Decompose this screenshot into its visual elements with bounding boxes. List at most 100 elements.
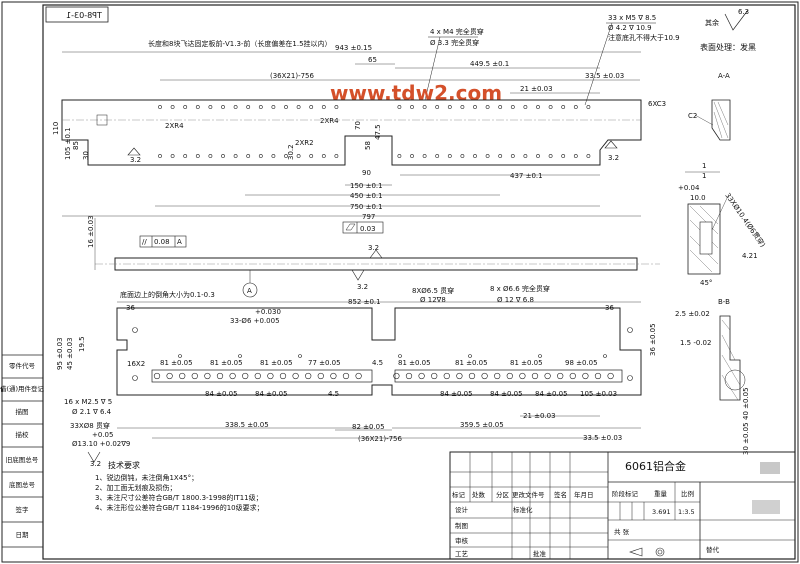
hole: [309, 105, 314, 109]
hole: [334, 105, 339, 109]
counterbore-hole: [305, 372, 312, 380]
tech-req-item-1: 1、锐边倒钝，未注倒角1X45°；: [95, 473, 198, 482]
counterbore-hole: [342, 372, 350, 380]
hole: [221, 154, 225, 158]
threaded-hole: [603, 354, 607, 358]
hole: [561, 105, 566, 109]
hole: [523, 154, 528, 158]
hole: [233, 154, 238, 158]
section-aa-label: A-A: [718, 72, 730, 80]
tb-header-5: 签名: [554, 490, 567, 499]
hole: [460, 105, 465, 109]
counterbore-hole: [443, 372, 450, 380]
label-c2: C2: [688, 112, 697, 120]
counterbore-hole: [191, 372, 198, 380]
dim-110: 110: [52, 122, 60, 135]
tech-requirements: 技术要求 1、锐边倒钝，未注倒角1X45°； 2、加工面无划痕及损伤； 3、未注…: [95, 460, 264, 512]
hole: [221, 105, 225, 109]
counterbore-hole: [393, 372, 400, 380]
dim-10-0: 10.0: [690, 194, 706, 202]
mount-hole: [627, 327, 633, 333]
hole-note-m4-b: Ø 3.3 完全贯穿: [430, 38, 479, 47]
counterbore-hole: [267, 372, 274, 380]
hole: [410, 105, 414, 109]
hole: [246, 154, 251, 158]
tb-header-6: 年月日: [574, 490, 594, 499]
hole: [447, 154, 452, 158]
counterbore-hole: [317, 372, 324, 380]
dim-450: 450 ±0.1: [350, 192, 383, 200]
roughness-side-top: 3.2: [368, 244, 379, 252]
left-strip: 零件代号 借(通)用件登记 描图 描校 旧底图总号 底图总号 签字 日期: [0, 354, 45, 548]
title-block: 标记 处数 分区 更改文件号 签名 年月日 设计 标准化 制图 审核 工艺 批准…: [449, 451, 796, 560]
watermark: www.tdw2.com: [330, 81, 502, 105]
tb-scale: 1:3.5: [678, 508, 695, 516]
counterbore-hole: [279, 372, 287, 380]
note-phi12-8: Ø 12∇8: [420, 296, 446, 304]
left-strip-label-7: 签字: [16, 505, 30, 514]
dim-90: 90: [362, 169, 371, 177]
hole-note-m5-b: Ø 4.2 ∇ 10.9: [608, 24, 652, 32]
tb-header-4: 更改文件号: [512, 490, 545, 499]
dim-40-vert: 40 ±0.05: [742, 387, 750, 420]
tb-stage-label: 阶段标记: [612, 489, 639, 498]
dim-47-5: 47.5: [374, 124, 382, 140]
dim-45: 45 ±0.03: [66, 337, 74, 370]
dim-4-5-b: 4.5: [328, 390, 339, 398]
hole: [158, 154, 162, 158]
dim-36x21-bottom: (36X21)-756: [358, 435, 403, 443]
dim-16: 16 ±0.03: [87, 215, 95, 248]
threaded-hole: [178, 354, 182, 358]
hole: [158, 105, 162, 109]
note-33x-phi8: 33XØ8 贯穿: [70, 421, 110, 430]
hole: [422, 154, 427, 158]
hole-note-m5-c: 注意底孔不得大于10.9: [608, 33, 680, 42]
counterbore-hole: [229, 372, 236, 380]
dim-33-5-bottom: 33.5 ±0.03: [583, 434, 622, 442]
note-phi13-10: Ø13.10 +0.02∇9: [72, 440, 130, 448]
tb-row-design: 设计: [455, 505, 469, 514]
dim-82: 82 ±0.05: [352, 423, 385, 431]
left-strip-label-1: 零件代号: [9, 361, 36, 370]
tb-sheets: 共 张: [614, 527, 630, 536]
hole: [410, 154, 414, 158]
counterbore-hole: [569, 372, 576, 380]
note-phi2-1: Ø 2.1 ∇ 6.4: [72, 408, 112, 416]
dim-943: 943 ±0.15: [335, 44, 372, 52]
dim-21-bottom: 21 ±0.03: [523, 412, 556, 420]
dim-1-5: 1.5 -0.02: [680, 339, 711, 347]
tb-row-approve: 批准: [533, 549, 547, 558]
hole-note-m4: 4 x M4 完全贯穿: [430, 27, 484, 36]
note-8x-phi6-5: 8XØ6.5 贯穿: [412, 286, 454, 295]
hole: [523, 105, 528, 109]
hole: [561, 154, 566, 158]
hole: [536, 105, 540, 109]
dim-30: 30: [82, 151, 90, 160]
hole: [460, 154, 465, 158]
dim-36-vert: 36 ±0.05: [649, 323, 657, 356]
roughness-value: 6.3: [738, 8, 749, 16]
hole: [296, 105, 301, 109]
mount-hole: [132, 327, 138, 333]
threaded-hole: [538, 354, 542, 358]
drawing-number-mirrored: TP8-03-1: [66, 11, 103, 20]
threaded-hole: [398, 354, 402, 358]
dim-81-f: 81 ±0.05: [510, 359, 543, 367]
top-view: 943 ±0.15 65 449.5 ±0.1 (36X21)-756 33.5…: [52, 44, 666, 221]
tb-row-drawing: 制图: [455, 521, 468, 530]
hole: [284, 105, 288, 109]
dim-30-vert: 30 ±0.05: [742, 422, 750, 455]
counterbore-hole: [582, 372, 589, 380]
note-phi12-6-8: Ø 12 ∇ 6.8: [497, 296, 534, 304]
dim-81-c: 81 ±0.05: [260, 359, 293, 367]
counterbore-hole: [179, 372, 186, 380]
dim-84-c: 84 ±0.05: [440, 390, 473, 398]
angle-45: 45°: [700, 279, 712, 287]
threaded-hole: [468, 354, 472, 358]
left-strip-label-6: 底图总号: [9, 480, 36, 489]
dim-84-b: 84 ±0.05: [255, 390, 288, 398]
dim-797: 797: [362, 213, 375, 221]
dim-105: 105 ±0.03: [580, 390, 617, 398]
dim-4-21: 4.21: [742, 252, 758, 260]
counterbore-hole: [494, 372, 501, 380]
